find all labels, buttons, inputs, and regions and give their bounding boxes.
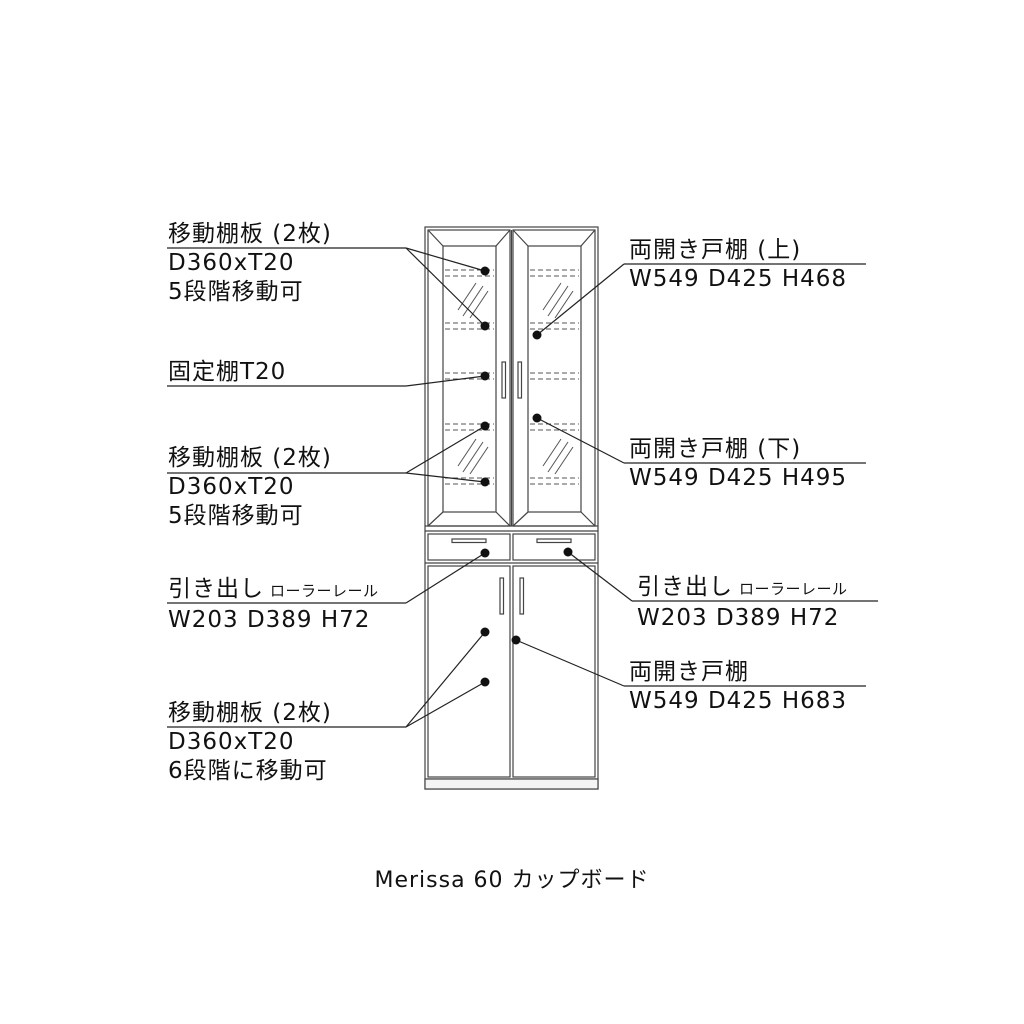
label-dims: W549 D425 H468 bbox=[629, 266, 848, 292]
product-caption: Merissa 60 カップボード bbox=[374, 868, 650, 893]
label-dims: D360xT20 bbox=[168, 250, 295, 276]
cabinet-base bbox=[424, 778, 599, 790]
upper-right-glass bbox=[527, 245, 582, 513]
lower-right-handle bbox=[519, 577, 525, 615]
label-drawer-left: 引き出しローラーレール W203 D389 H72 bbox=[168, 575, 379, 635]
drawer-right-front bbox=[512, 533, 596, 561]
callout-dots bbox=[480, 266, 573, 687]
label-dims: D360xT20 bbox=[168, 729, 295, 755]
glass-reflection bbox=[457, 282, 574, 475]
label-left-lower-shelf: 移動棚板 (2枚) D360xT20 6段階に移動可 bbox=[168, 699, 332, 786]
leader-lines bbox=[167, 247, 878, 728]
label-title: 両開き戸棚 (下) bbox=[629, 436, 802, 462]
label-left-upper-shelf: 移動棚板 (2枚) D360xT20 5段階移動可 bbox=[168, 220, 332, 307]
label-dims: W549 D425 H495 bbox=[629, 465, 848, 491]
label-sub: ローラーレール bbox=[270, 582, 379, 600]
label-bottom-door-cabinet: 両開き戸棚 W549 D425 H683 bbox=[629, 658, 847, 716]
label-dims: W549 D425 H683 bbox=[629, 688, 848, 714]
label-lower-glass-cabinet: 両開き戸棚 (下) W549 D425 H495 bbox=[629, 435, 847, 493]
label-dims: W203 D389 H72 bbox=[168, 607, 371, 633]
label-left-middle-shelf: 移動棚板 (2枚) D360xT20 5段階移動可 bbox=[168, 444, 332, 531]
upper-left-glass bbox=[442, 245, 497, 513]
label-title: 引き出し bbox=[168, 576, 264, 602]
label-title: 両開き戸棚 (上) bbox=[629, 237, 802, 263]
label-upper-door-cabinet: 両開き戸棚 (上) W549 D425 H468 bbox=[629, 236, 847, 294]
label-title: 固定棚T20 bbox=[168, 359, 287, 385]
upper-right-door bbox=[512, 229, 596, 527]
label-note: 6段階に移動可 bbox=[168, 758, 328, 784]
label-sub: ローラーレール bbox=[739, 580, 848, 598]
label-title: 引き出し bbox=[637, 574, 733, 600]
lower-left-door bbox=[427, 565, 511, 778]
label-title: 移動棚板 (2枚) bbox=[168, 221, 332, 247]
drawer-right-handle bbox=[536, 538, 572, 544]
drawer-left-front bbox=[427, 533, 511, 561]
upper-left-handle bbox=[501, 361, 507, 399]
label-title: 移動棚板 (2枚) bbox=[168, 700, 332, 726]
label-title: 両開き戸棚 bbox=[629, 659, 749, 685]
label-dims: W203 D389 H72 bbox=[637, 605, 840, 631]
lower-left-handle bbox=[499, 577, 505, 615]
lower-right-door bbox=[512, 565, 596, 778]
label-note: 5段階移動可 bbox=[168, 279, 304, 305]
upper-right-handle bbox=[517, 361, 523, 399]
label-dims: D360xT20 bbox=[168, 474, 295, 500]
label-title: 移動棚板 (2枚) bbox=[168, 445, 332, 471]
label-drawer-right: 引き出しローラーレール W203 D389 H72 bbox=[637, 573, 848, 633]
label-note: 5段階移動可 bbox=[168, 503, 304, 529]
label-fixed-shelf: 固定棚T20 bbox=[168, 358, 286, 387]
drawer-left-handle bbox=[451, 538, 487, 544]
